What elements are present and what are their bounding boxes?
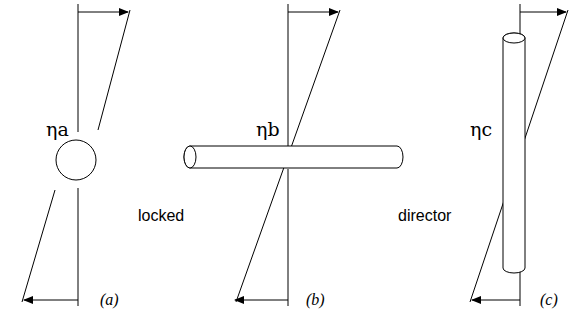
panel-label: (a) bbox=[100, 292, 119, 308]
reference-line bbox=[288, 169, 289, 306]
reference-line bbox=[78, 188, 79, 306]
director-note: director bbox=[398, 208, 451, 224]
panel-label: (b) bbox=[306, 292, 325, 308]
viscosity-symbol: ηc bbox=[470, 120, 492, 139]
panel-label: (c) bbox=[540, 292, 558, 308]
viscosity-symbol: ηa bbox=[46, 120, 69, 139]
velocity-arrow bbox=[24, 300, 78, 301]
shear-line bbox=[98, 10, 130, 130]
molecule-circle bbox=[56, 140, 96, 180]
velocity-arrow bbox=[472, 300, 520, 301]
rod-molecule bbox=[184, 146, 403, 168]
director-note: locked bbox=[138, 208, 184, 224]
velocity-arrow bbox=[235, 300, 288, 301]
velocity-arrow bbox=[520, 12, 566, 13]
velocity-arrow bbox=[78, 12, 128, 13]
rod-molecule bbox=[503, 33, 525, 273]
shear-line bbox=[470, 10, 568, 302]
shear-line bbox=[22, 190, 55, 302]
reference-line bbox=[288, 4, 289, 146]
rod-end bbox=[503, 33, 525, 43]
reference-line bbox=[78, 4, 79, 132]
viscosity-symbol: ηb bbox=[256, 120, 280, 139]
rod-end bbox=[184, 146, 196, 168]
velocity-arrow bbox=[288, 12, 338, 13]
